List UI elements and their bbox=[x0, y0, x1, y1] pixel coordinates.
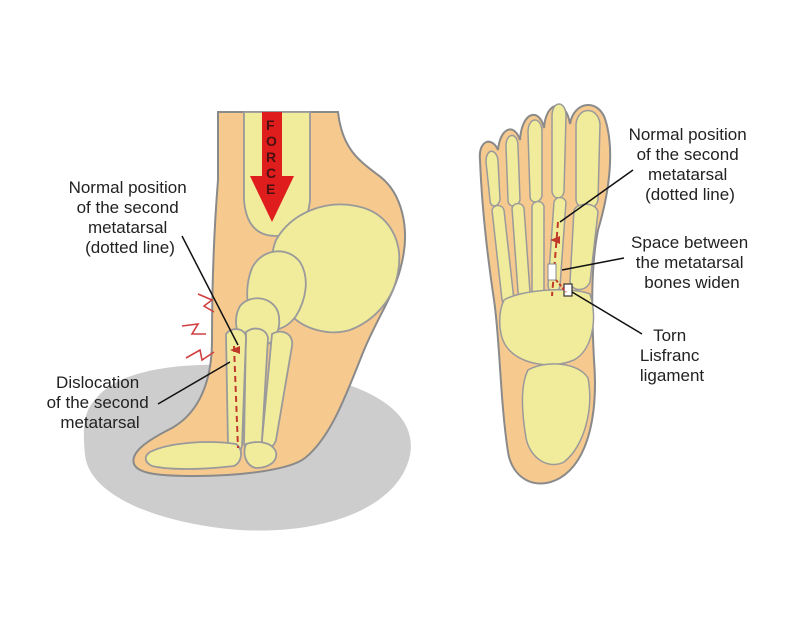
force-letter: C bbox=[266, 165, 276, 181]
force-letter: E bbox=[266, 181, 275, 197]
label-line: ligament bbox=[640, 366, 705, 385]
space-widen-leader-line bbox=[561, 257, 625, 271]
space-widen-label: Space between the metatarsal bones widen bbox=[631, 233, 753, 292]
label-line: Normal position bbox=[69, 178, 187, 197]
torn-ligament-line bbox=[555, 279, 567, 293]
label-line: of the second bbox=[47, 393, 149, 412]
pain-mark bbox=[197, 293, 215, 313]
calcaneus-bone bbox=[521, 363, 591, 466]
torn-ligament-marker bbox=[563, 283, 573, 297]
pain-mark bbox=[181, 323, 206, 335]
force-letter: R bbox=[266, 149, 276, 165]
force-letter: F bbox=[266, 117, 275, 133]
label-line: (dotted line) bbox=[645, 185, 735, 204]
label-line: of the second bbox=[77, 198, 179, 217]
label-line: Dislocation bbox=[56, 373, 139, 392]
toe-phalanx bbox=[505, 134, 521, 207]
label-line: of the second bbox=[637, 145, 739, 164]
label-line: (dotted line) bbox=[85, 238, 175, 257]
side-normal-leader-line bbox=[181, 235, 239, 346]
toe-bones bbox=[144, 441, 242, 470]
side-dislocation-leader-line bbox=[157, 361, 231, 405]
toe-phalanx bbox=[551, 103, 567, 199]
side-view-foot bbox=[83, 111, 411, 531]
normal-position-dotted-line bbox=[233, 345, 239, 449]
top-normal-position-dotted-line bbox=[551, 221, 559, 297]
metatarsal-bone bbox=[531, 200, 545, 297]
label-line: metatarsal bbox=[60, 413, 139, 432]
label-line: the metatarsal bbox=[636, 253, 744, 272]
toe-phalanx bbox=[485, 150, 501, 207]
top-dislocation-arrow bbox=[550, 236, 560, 244]
toe-bones bbox=[243, 441, 278, 469]
top-normal-leader-line bbox=[559, 169, 634, 223]
dislocation-arrow bbox=[230, 346, 240, 354]
force-arrow bbox=[250, 112, 294, 222]
toe-phalanx bbox=[527, 119, 543, 203]
side-normal-position-label: Normal position of the second metatarsal… bbox=[69, 178, 192, 257]
first-metatarsal-bone bbox=[569, 203, 599, 291]
pain-mark bbox=[185, 348, 215, 362]
force-label: F O R C E bbox=[266, 117, 281, 197]
force-letter: O bbox=[266, 133, 277, 149]
top-view-foot bbox=[478, 103, 612, 485]
big-toe-phalanx bbox=[575, 109, 601, 210]
label-line: Torn bbox=[653, 326, 686, 345]
label-line: metatarsal bbox=[88, 218, 167, 237]
label-line: Normal position bbox=[629, 125, 747, 144]
label-line: bones widen bbox=[644, 273, 739, 292]
tarsal-bones bbox=[499, 289, 595, 366]
widened-space-marker bbox=[547, 263, 557, 281]
top-normal-position-label: Normal position of the second metatarsal… bbox=[629, 125, 752, 204]
side-dislocation-label: Dislocation of the second metatarsal bbox=[47, 373, 154, 432]
label-line: Lisfranc bbox=[640, 346, 700, 365]
torn-ligament-leader-line bbox=[571, 291, 643, 335]
torn-ligament-label: Torn Lisfranc ligament bbox=[640, 326, 705, 385]
label-line: Space between bbox=[631, 233, 748, 252]
label-line: metatarsal bbox=[648, 165, 727, 184]
